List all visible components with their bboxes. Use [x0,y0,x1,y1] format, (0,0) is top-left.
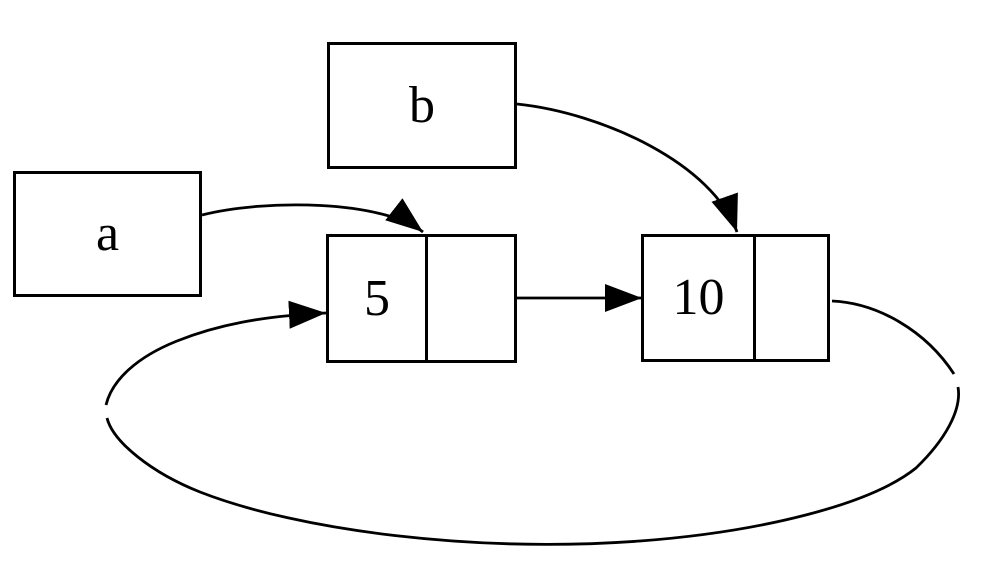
variable-box-a: a [13,171,202,297]
cell-5-value-compartment: 5 [329,237,428,360]
variable-b-label: b [409,76,435,134]
edge-cell10-next-loop-segment-right [831,299,956,375]
edge-a-to-cell5 [201,198,424,234]
cell-10-value: 10 [672,269,725,326]
edge-cell10-next-loop-segment-left [104,300,327,406]
variable-box-b: b [327,42,517,169]
cell-10-value-compartment: 10 [644,237,756,359]
cell-5-value: 5 [364,269,390,327]
cell-10-pointer-compartment [756,237,827,359]
list-cell-5: 5 [326,234,517,363]
cell-5-pointer-compartment [428,237,514,360]
edge-b-to-cell10 [516,102,739,233]
variable-a-label: a [95,205,120,262]
list-cell-10: 10 [641,234,830,362]
edge-cell10-next-loop-segment-bottom [105,386,960,546]
